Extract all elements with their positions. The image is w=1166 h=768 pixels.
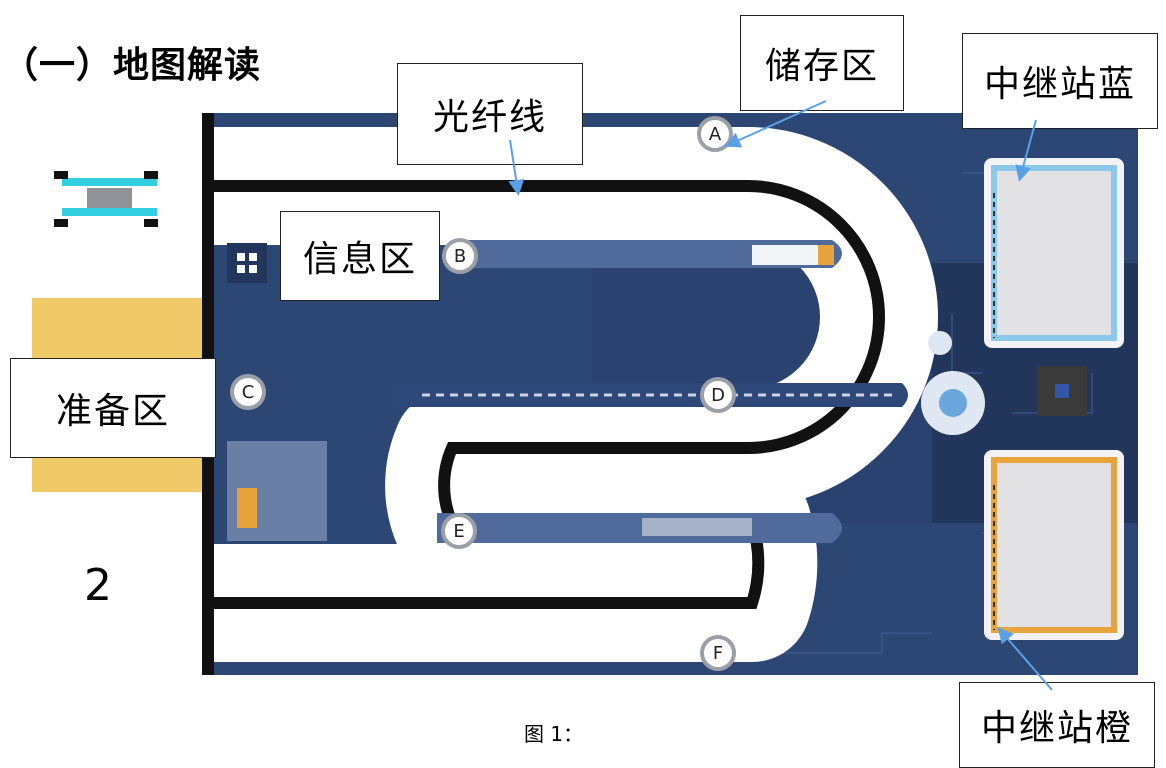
callout-prep: 准备区 (10, 358, 216, 458)
callout-storage: 储存区 (740, 15, 904, 111)
callout-relay-blue: 中继站蓝 (962, 33, 1158, 129)
marker-d: D (700, 377, 736, 413)
marker-a: A (697, 116, 733, 152)
marker-f: F (700, 635, 736, 671)
callout-info: 信息区 (280, 211, 440, 301)
marker-e: E (441, 513, 477, 549)
callout-fiber: 光纤线 (397, 63, 583, 165)
marker-b: B (442, 238, 478, 274)
marker-c: C (230, 374, 266, 410)
section-heading: （一）地图解读 (2, 45, 262, 86)
figure-caption: 图 1： (524, 722, 584, 746)
callout-relay-orange: 中继站橙 (959, 682, 1155, 768)
map-drawing (32, 113, 1138, 675)
game-map (32, 113, 1138, 675)
prep-number: 2 (84, 560, 112, 611)
